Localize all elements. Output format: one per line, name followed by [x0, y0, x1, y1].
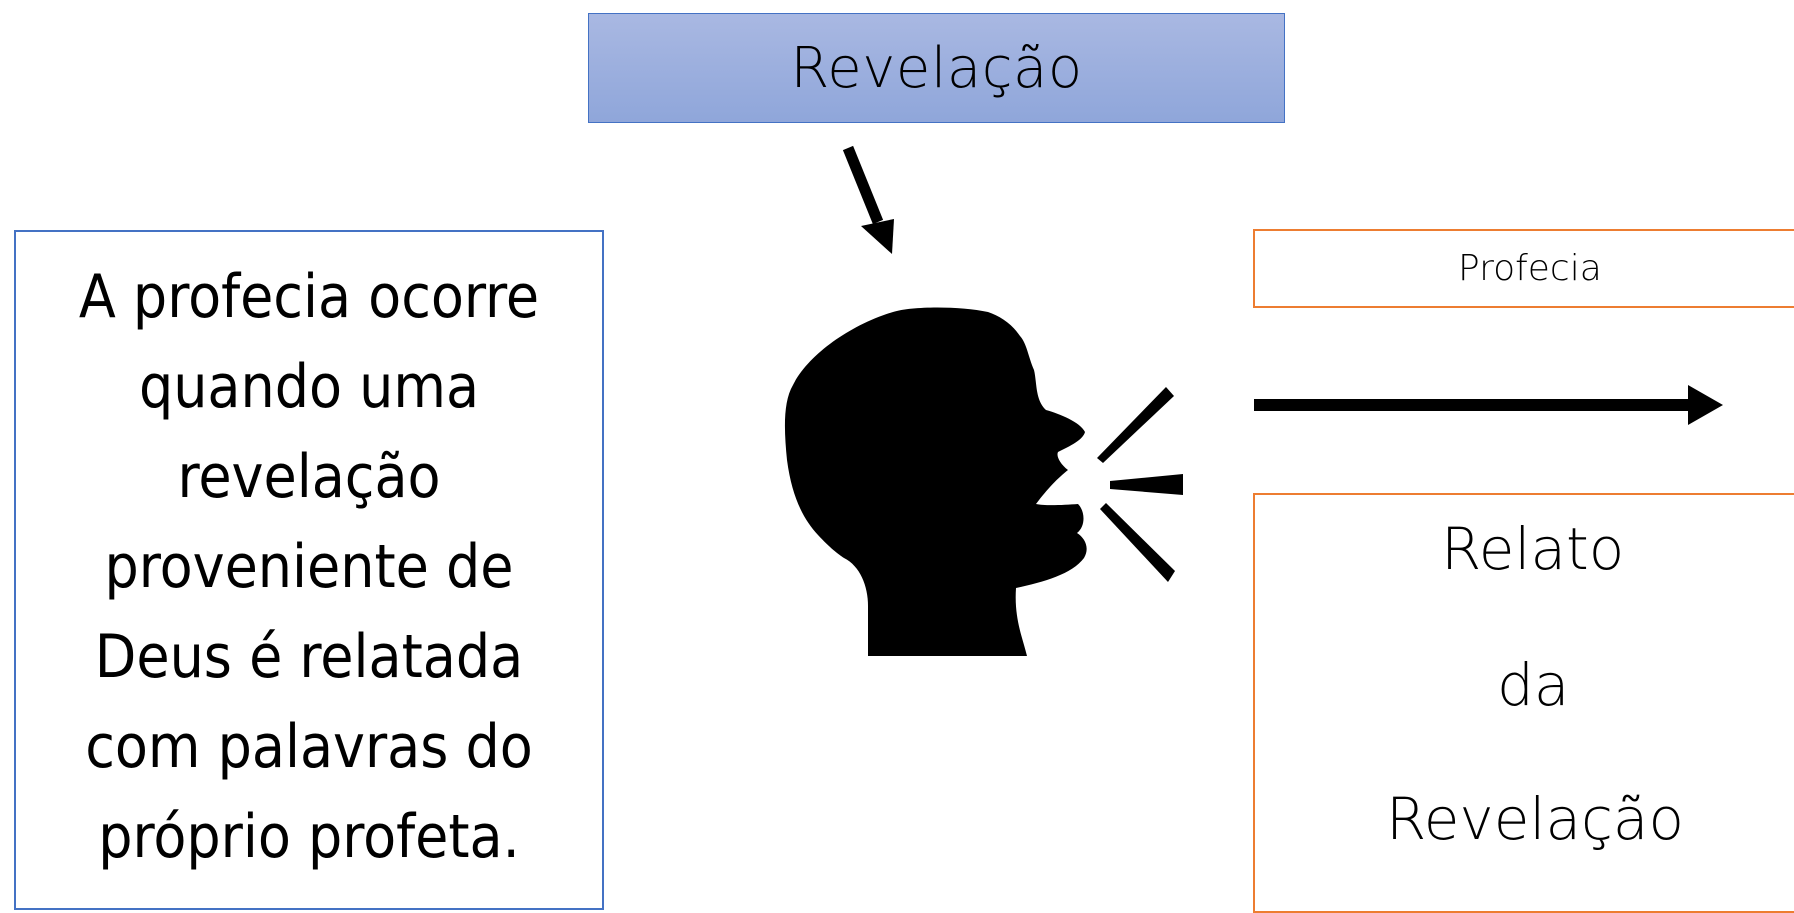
diagram-graphics — [784, 145, 1723, 656]
account-line-2: da — [1497, 651, 1570, 719]
revelation-box: Revelação — [588, 13, 1285, 123]
revelation-label: Revelação — [790, 35, 1083, 101]
account-line-1: Relato — [1441, 515, 1625, 583]
account-line-3: Revelação — [1386, 785, 1684, 853]
prophecy-label: Profecia — [1458, 248, 1602, 289]
definition-box: A profecia ocorre quando uma revelação p… — [14, 230, 604, 910]
speaking-head-icon — [784, 307, 1183, 656]
prophecy-box: Profecia — [1253, 229, 1794, 308]
account-box: Relato da Revelação — [1253, 493, 1794, 913]
arrow-right-icon — [1254, 385, 1723, 425]
arrow-down-right-icon — [842, 145, 894, 254]
definition-text: A profecia ocorre quando uma revelação p… — [78, 262, 540, 872]
